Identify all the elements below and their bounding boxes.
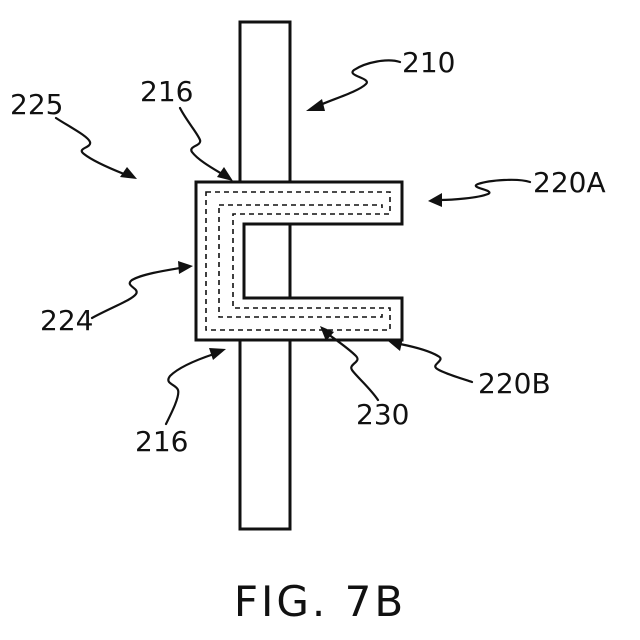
figure-title: FIG. 7B (234, 577, 406, 626)
leader-220A (440, 180, 530, 200)
arrowhead-220A (428, 193, 442, 207)
arrowhead-216-top (217, 167, 233, 181)
label-224: 224 (40, 304, 93, 337)
leader-230 (328, 334, 378, 400)
leader-220B (400, 344, 472, 382)
arrowhead-224 (178, 261, 193, 274)
leader-210 (318, 60, 400, 106)
label-210: 210 (402, 46, 455, 79)
label-220B: 220B (478, 367, 551, 400)
label-230: 230 (356, 398, 409, 431)
arrowhead-210 (306, 99, 325, 111)
leader-224 (92, 268, 180, 318)
label-225: 225 (10, 88, 63, 121)
vertical-rod (240, 22, 290, 529)
leader-225 (56, 118, 124, 174)
arrowhead-216-bottom (209, 348, 226, 360)
label-216-bottom: 216 (135, 425, 188, 458)
leader-216-top (180, 108, 222, 174)
label-216-top: 216 (140, 75, 193, 108)
label-220A: 220A (533, 166, 606, 199)
leader-216-bottom (166, 354, 214, 424)
